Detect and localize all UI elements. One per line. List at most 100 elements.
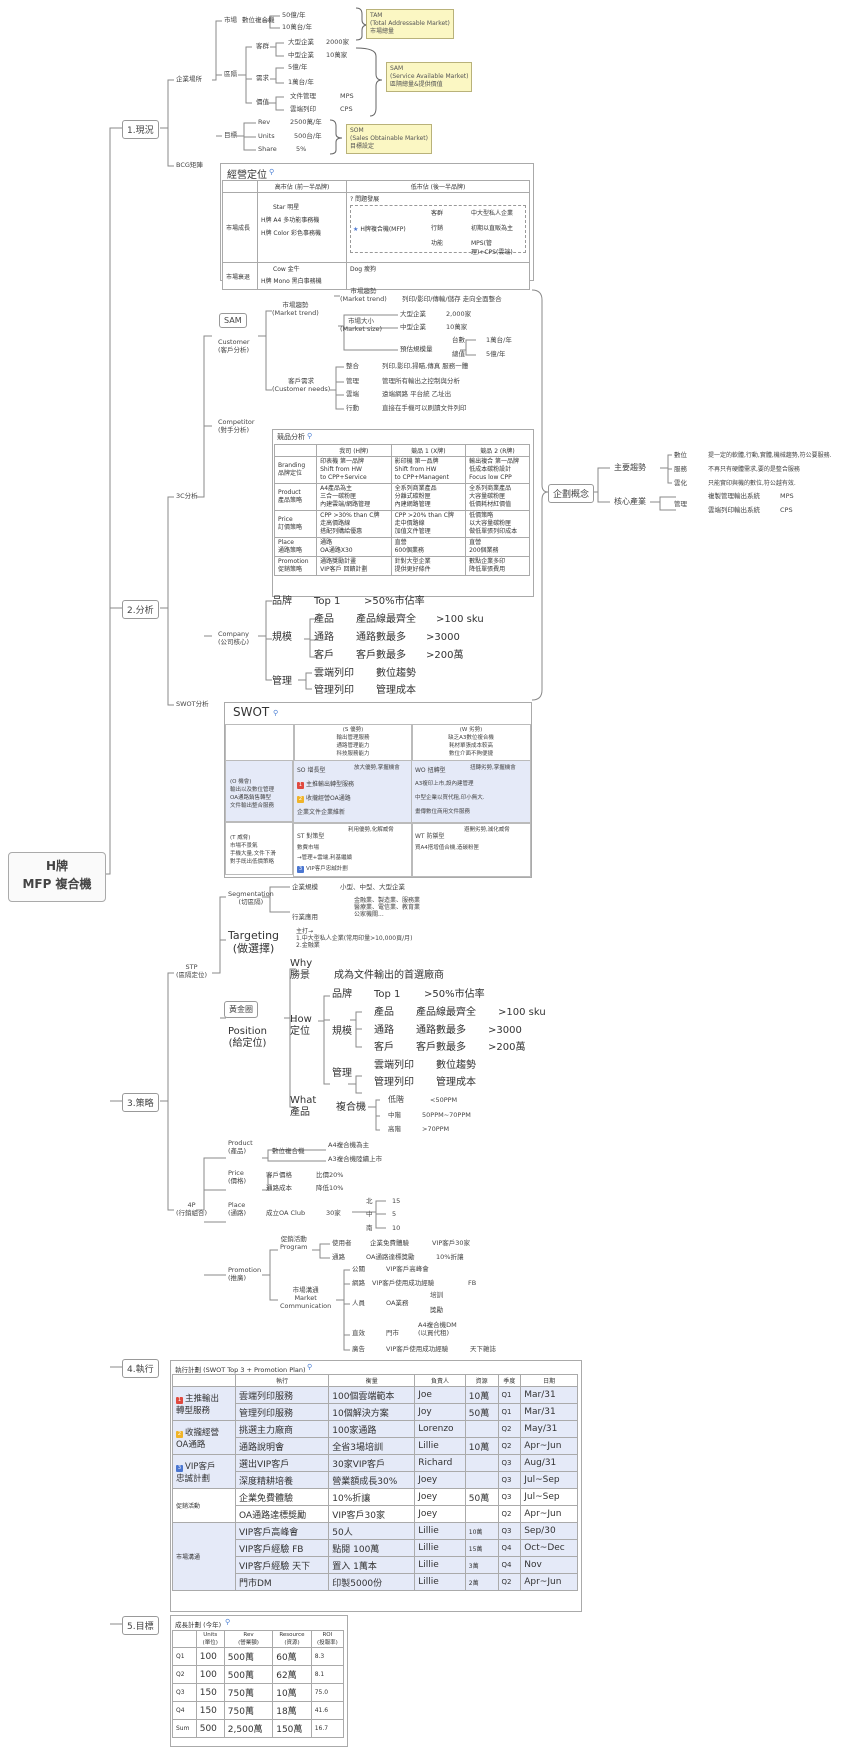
place-south: 南 xyxy=(366,1224,373,1232)
exec-cell: 置入 1萬本 xyxy=(328,1556,416,1574)
exec-cell: Q2 xyxy=(497,1505,522,1523)
company-prod-value: 產品線最齊全 xyxy=(356,614,416,625)
filter-icon[interactable]: ⚲ xyxy=(225,1618,231,1626)
exec-cell: Joey xyxy=(414,1471,466,1489)
segments-label: 區隔 xyxy=(224,70,237,78)
comp-cell: 直營 600個業務 xyxy=(390,537,467,557)
exec-cell: 10萬 xyxy=(464,1437,499,1455)
mc-3: 人員 xyxy=(352,1299,365,1307)
growth-cell: 8.1 xyxy=(310,1665,345,1684)
bcg-col-low: 低市佔 (後一半品牌) xyxy=(346,180,530,193)
exec-cell: Apr~Jun xyxy=(520,1505,578,1523)
price-2-value: 降低10% xyxy=(316,1184,344,1192)
units-value: 500台/年 xyxy=(294,132,322,140)
product-1: A4複合機為主 xyxy=(328,1141,370,1149)
swot-wt-1: 買A4搭增值合機,造碳粉匣 xyxy=(415,845,480,851)
exec-header-cell: 資源 xyxy=(464,1374,499,1387)
mc-3b: 獎勵 xyxy=(430,1306,443,1314)
exec-cell: Q3 xyxy=(497,1488,522,1506)
swot-wo-cell: WO 扭轉型 扭轉劣勢,掌握機會 A3複印上市,設內建管理 中型企業以買代租,印… xyxy=(411,760,531,824)
exec-cell: Lillie xyxy=(414,1522,466,1540)
growth-cell: 62萬 xyxy=(272,1665,312,1684)
sam-badge[interactable]: SAM xyxy=(219,313,247,328)
bcg-title: 經營定位 xyxy=(227,170,267,181)
exec-cell: 2萬 xyxy=(464,1573,499,1591)
bcg-table: 高市佔 (前一半品牌)低市佔 (後一半品牌) 市場成長 Star 明星 H牌 A… xyxy=(222,180,530,290)
place-value-2: 30家 xyxy=(326,1209,341,1217)
bcg-q3-label: 功能 xyxy=(431,240,444,247)
section-3-node[interactable]: 3.策略 xyxy=(122,1093,159,1112)
how-ch: 通路 xyxy=(374,1025,394,1036)
filter-icon[interactable]: ⚲ xyxy=(269,168,275,176)
golden-circle-badge[interactable]: 黃金圈 xyxy=(224,1001,258,1018)
plan-concept-node[interactable]: 企劃概念 xyxy=(548,484,595,503)
industry-label: 企業場所 xyxy=(176,75,202,83)
filter-icon[interactable]: ⚲ xyxy=(307,432,313,440)
exec-cell: Q1 xyxy=(497,1386,522,1404)
filter-icon[interactable]: ⚲ xyxy=(273,709,279,717)
swot-weaknesses: (W 劣勢) 缺乏A3數位複合機 耗材單張成本較高 數位介面不夠便捷 xyxy=(411,724,531,762)
position-label: Position (給定位) xyxy=(228,1026,267,1049)
root-node[interactable]: H牌 MFP 複合機 xyxy=(8,852,106,902)
sam-note: SAM (Service Available Market) 區隔總量&提供價值 xyxy=(386,62,473,92)
units-label: Units xyxy=(258,132,275,140)
growth-cell: 41.6 xyxy=(310,1701,345,1720)
growth-cell: 2,500萬 xyxy=(223,1719,274,1738)
company-top: Top 1 xyxy=(314,596,341,607)
growth-cell: 100 xyxy=(195,1665,225,1684)
exec-group-text: 市場溝通 xyxy=(176,1554,201,1561)
exec-cell: 管理列印服務 xyxy=(234,1403,330,1421)
exec-cell: 50人 xyxy=(328,1522,416,1540)
place-mid: 中 xyxy=(366,1210,373,1218)
comp-header-cell: 競品 1 (X牌) xyxy=(390,444,467,457)
comp-cell: 輸出複合 第一品牌 低成本碳粉設計 Focus low CPP xyxy=(465,456,530,484)
price-1-value: 比價20% xyxy=(316,1171,344,1179)
exec-cell: Lillie xyxy=(414,1437,466,1455)
promotion-label: Promotion (推廣) xyxy=(228,1266,262,1282)
service-label: 價值 xyxy=(256,98,269,106)
section-4-node[interactable]: 4.執行 xyxy=(122,1359,159,1378)
exec-cell: Jul~Sep xyxy=(520,1488,578,1506)
bcg-q1-value: 中大型私人企業 xyxy=(471,210,514,217)
trend-sub-label: 市場趨勢 (Market trend) xyxy=(340,287,387,303)
company-top-value: >50%市佔率 xyxy=(364,596,425,607)
exec-cell: Apr~Jun xyxy=(520,1437,578,1455)
growth-plan-table: Units (單位)Rev (營業額)Resource (資源)ROI (投報率… xyxy=(172,1630,345,1738)
exec-cell: Q3 xyxy=(497,1522,522,1540)
growth-cell: Q3 xyxy=(172,1683,197,1702)
section-1-node[interactable]: 1.現況 xyxy=(122,120,159,139)
what-low: 低階 xyxy=(388,1095,404,1104)
client-1-value: 2000家 xyxy=(326,38,350,46)
bcg-mono: H牌 Mono 黑白事務機 xyxy=(261,278,322,285)
what-high: 高階 xyxy=(388,1125,401,1133)
product-2: A3複合機陸續上市 xyxy=(328,1155,383,1163)
exec-cell: Joy xyxy=(414,1403,466,1421)
comp-cell: 影印機 第一品牌 Shift from HW to CPP+Managent xyxy=(390,456,467,484)
priority-badge: 1 xyxy=(176,1396,183,1404)
program-2: 通路 xyxy=(332,1253,345,1261)
comp-row: Promotion 促銷策略通路獎勵計畫 VIP客戶 回饋計劃針對大型企業 提供… xyxy=(273,556,530,576)
exec-cell: OA通路達標獎勵 xyxy=(234,1505,330,1523)
target-label: 目標 xyxy=(224,131,237,139)
share-value: 5% xyxy=(296,145,307,153)
exec-group-text: 收攏經營 OA通路 xyxy=(176,1427,220,1450)
needs-label: 客戶需求 (Customer needs) xyxy=(272,377,331,393)
how-m1-value: 數位趨勢 xyxy=(436,1060,476,1071)
exec-cell: VIP客戶經驗 FB xyxy=(234,1539,330,1557)
section-5-node[interactable]: 5.目標 xyxy=(122,1616,159,1635)
swot-st-title: ST 對策型 xyxy=(297,833,325,840)
section-2-node[interactable]: 2.分析 xyxy=(122,600,159,619)
bcg-row-decline: 市場衰退 xyxy=(222,262,258,290)
seg-1: 企業規模 xyxy=(292,883,318,891)
filter-icon[interactable]: ⚲ xyxy=(307,1363,313,1371)
comp-cell: CPP >20% than C牌 走中價路線 加值文件管理 xyxy=(390,510,467,538)
comp-cell: Promotion 促銷策略 xyxy=(273,556,318,576)
exec-cell: 30家VIP客戶 xyxy=(328,1454,416,1472)
company-ch: 通路 xyxy=(314,632,334,643)
competitor-label: Competitor (對手分析) xyxy=(218,418,255,434)
